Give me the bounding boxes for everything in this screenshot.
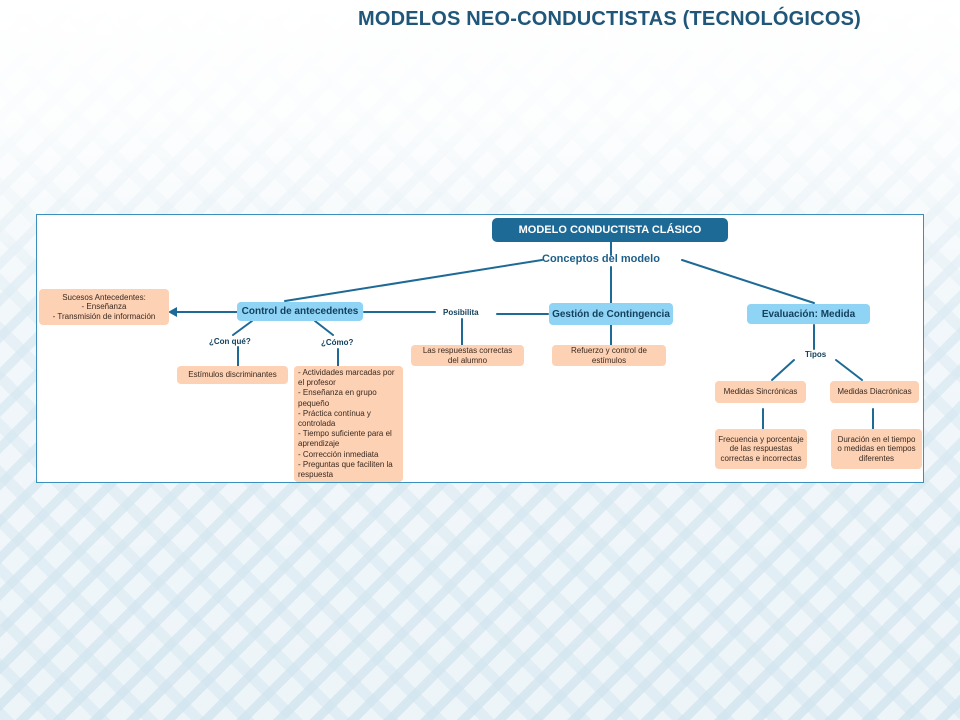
concepts-label: Conceptos del modelo bbox=[542, 253, 660, 265]
sucesos-line: - Enseñanza bbox=[81, 302, 127, 312]
evaluacion-node: Evaluación: Medida bbox=[747, 304, 870, 324]
como-line: - Actividades marcadas por bbox=[298, 368, 395, 377]
como-box: - Actividades marcadas por el profesor -… bbox=[294, 366, 403, 482]
sucesos-line: Sucesos Antecedentes: bbox=[62, 292, 146, 302]
concept-map: MODELO CONDUCTISTA CLÁSICO Conceptos del… bbox=[36, 214, 924, 483]
con-que-label: ¿Con qué? bbox=[209, 337, 251, 346]
como-line: - Tiempo suficiente para el bbox=[298, 429, 392, 439]
refuerzo-line: estímulos bbox=[591, 355, 627, 365]
respuestas-line: del alumno bbox=[447, 355, 488, 365]
frecuencia-line: de las respuestas bbox=[729, 444, 793, 454]
duracion-box: Duración en el tiempo o medidas en tiemp… bbox=[831, 429, 922, 469]
posibilita-label: Posibilita bbox=[443, 308, 479, 317]
sucesos-line: - Transmisión de información bbox=[52, 311, 156, 321]
root-node: MODELO CONDUCTISTA CLÁSICO bbox=[492, 218, 728, 242]
como-line: - Corrección inmediata bbox=[298, 449, 379, 459]
como-line: - Preguntas que faciliten la bbox=[298, 459, 393, 469]
frecuencia-line: Frecuencia y porcentaje bbox=[718, 434, 804, 444]
duracion-line: Duración en el tiempo bbox=[837, 434, 916, 444]
como-line: respuesta bbox=[298, 470, 334, 480]
como-label: ¿Cómo? bbox=[321, 338, 354, 347]
connector-lines bbox=[168, 241, 874, 430]
como-line: - Enseñanza en grupo bbox=[298, 388, 377, 398]
respuestas-line: Las respuestas correctas bbox=[422, 346, 513, 355]
como-line: - Práctica contínua y bbox=[298, 408, 371, 418]
arrow-head-left bbox=[168, 307, 177, 317]
estimulos-box: Estímulos discriminantes bbox=[177, 366, 288, 384]
como-line: el profesor bbox=[298, 378, 336, 388]
duracion-line: diferentes bbox=[858, 453, 895, 463]
frecuencia-box: Frecuencia y porcentaje de las respuesta… bbox=[715, 429, 807, 469]
como-line: controlada bbox=[298, 419, 336, 429]
slide-title: MODELOS NEO-CONDUCTISTAS (TECNOLÓGICOS) bbox=[358, 8, 861, 30]
duracion-line: o medidas en tiempos bbox=[837, 444, 916, 454]
sucesos-box: Sucesos Antecedentes: - Enseñanza - Tran… bbox=[39, 289, 169, 325]
como-line: pequeño bbox=[298, 398, 330, 408]
medidas-sincronicas-node: Medidas Sincrónicas bbox=[715, 381, 806, 403]
tipos-label: Tipos bbox=[805, 350, 827, 359]
gestion-contingencia-node: Gestión de Contingencia bbox=[549, 303, 673, 325]
control-antecedentes-node: Control de antecedentes bbox=[237, 302, 363, 321]
como-line: aprendizaje bbox=[298, 439, 340, 449]
refuerzo-box: Refuerzo y control de estímulos bbox=[552, 345, 666, 366]
frecuencia-line: correctas e incorrectas bbox=[720, 453, 802, 463]
respuestas-correctas-box: Las respuestas correctas del alumno bbox=[411, 345, 524, 366]
refuerzo-line: Refuerzo y control de bbox=[570, 346, 648, 355]
medidas-diacronicas-node: Medidas Diacrónicas bbox=[830, 381, 919, 403]
